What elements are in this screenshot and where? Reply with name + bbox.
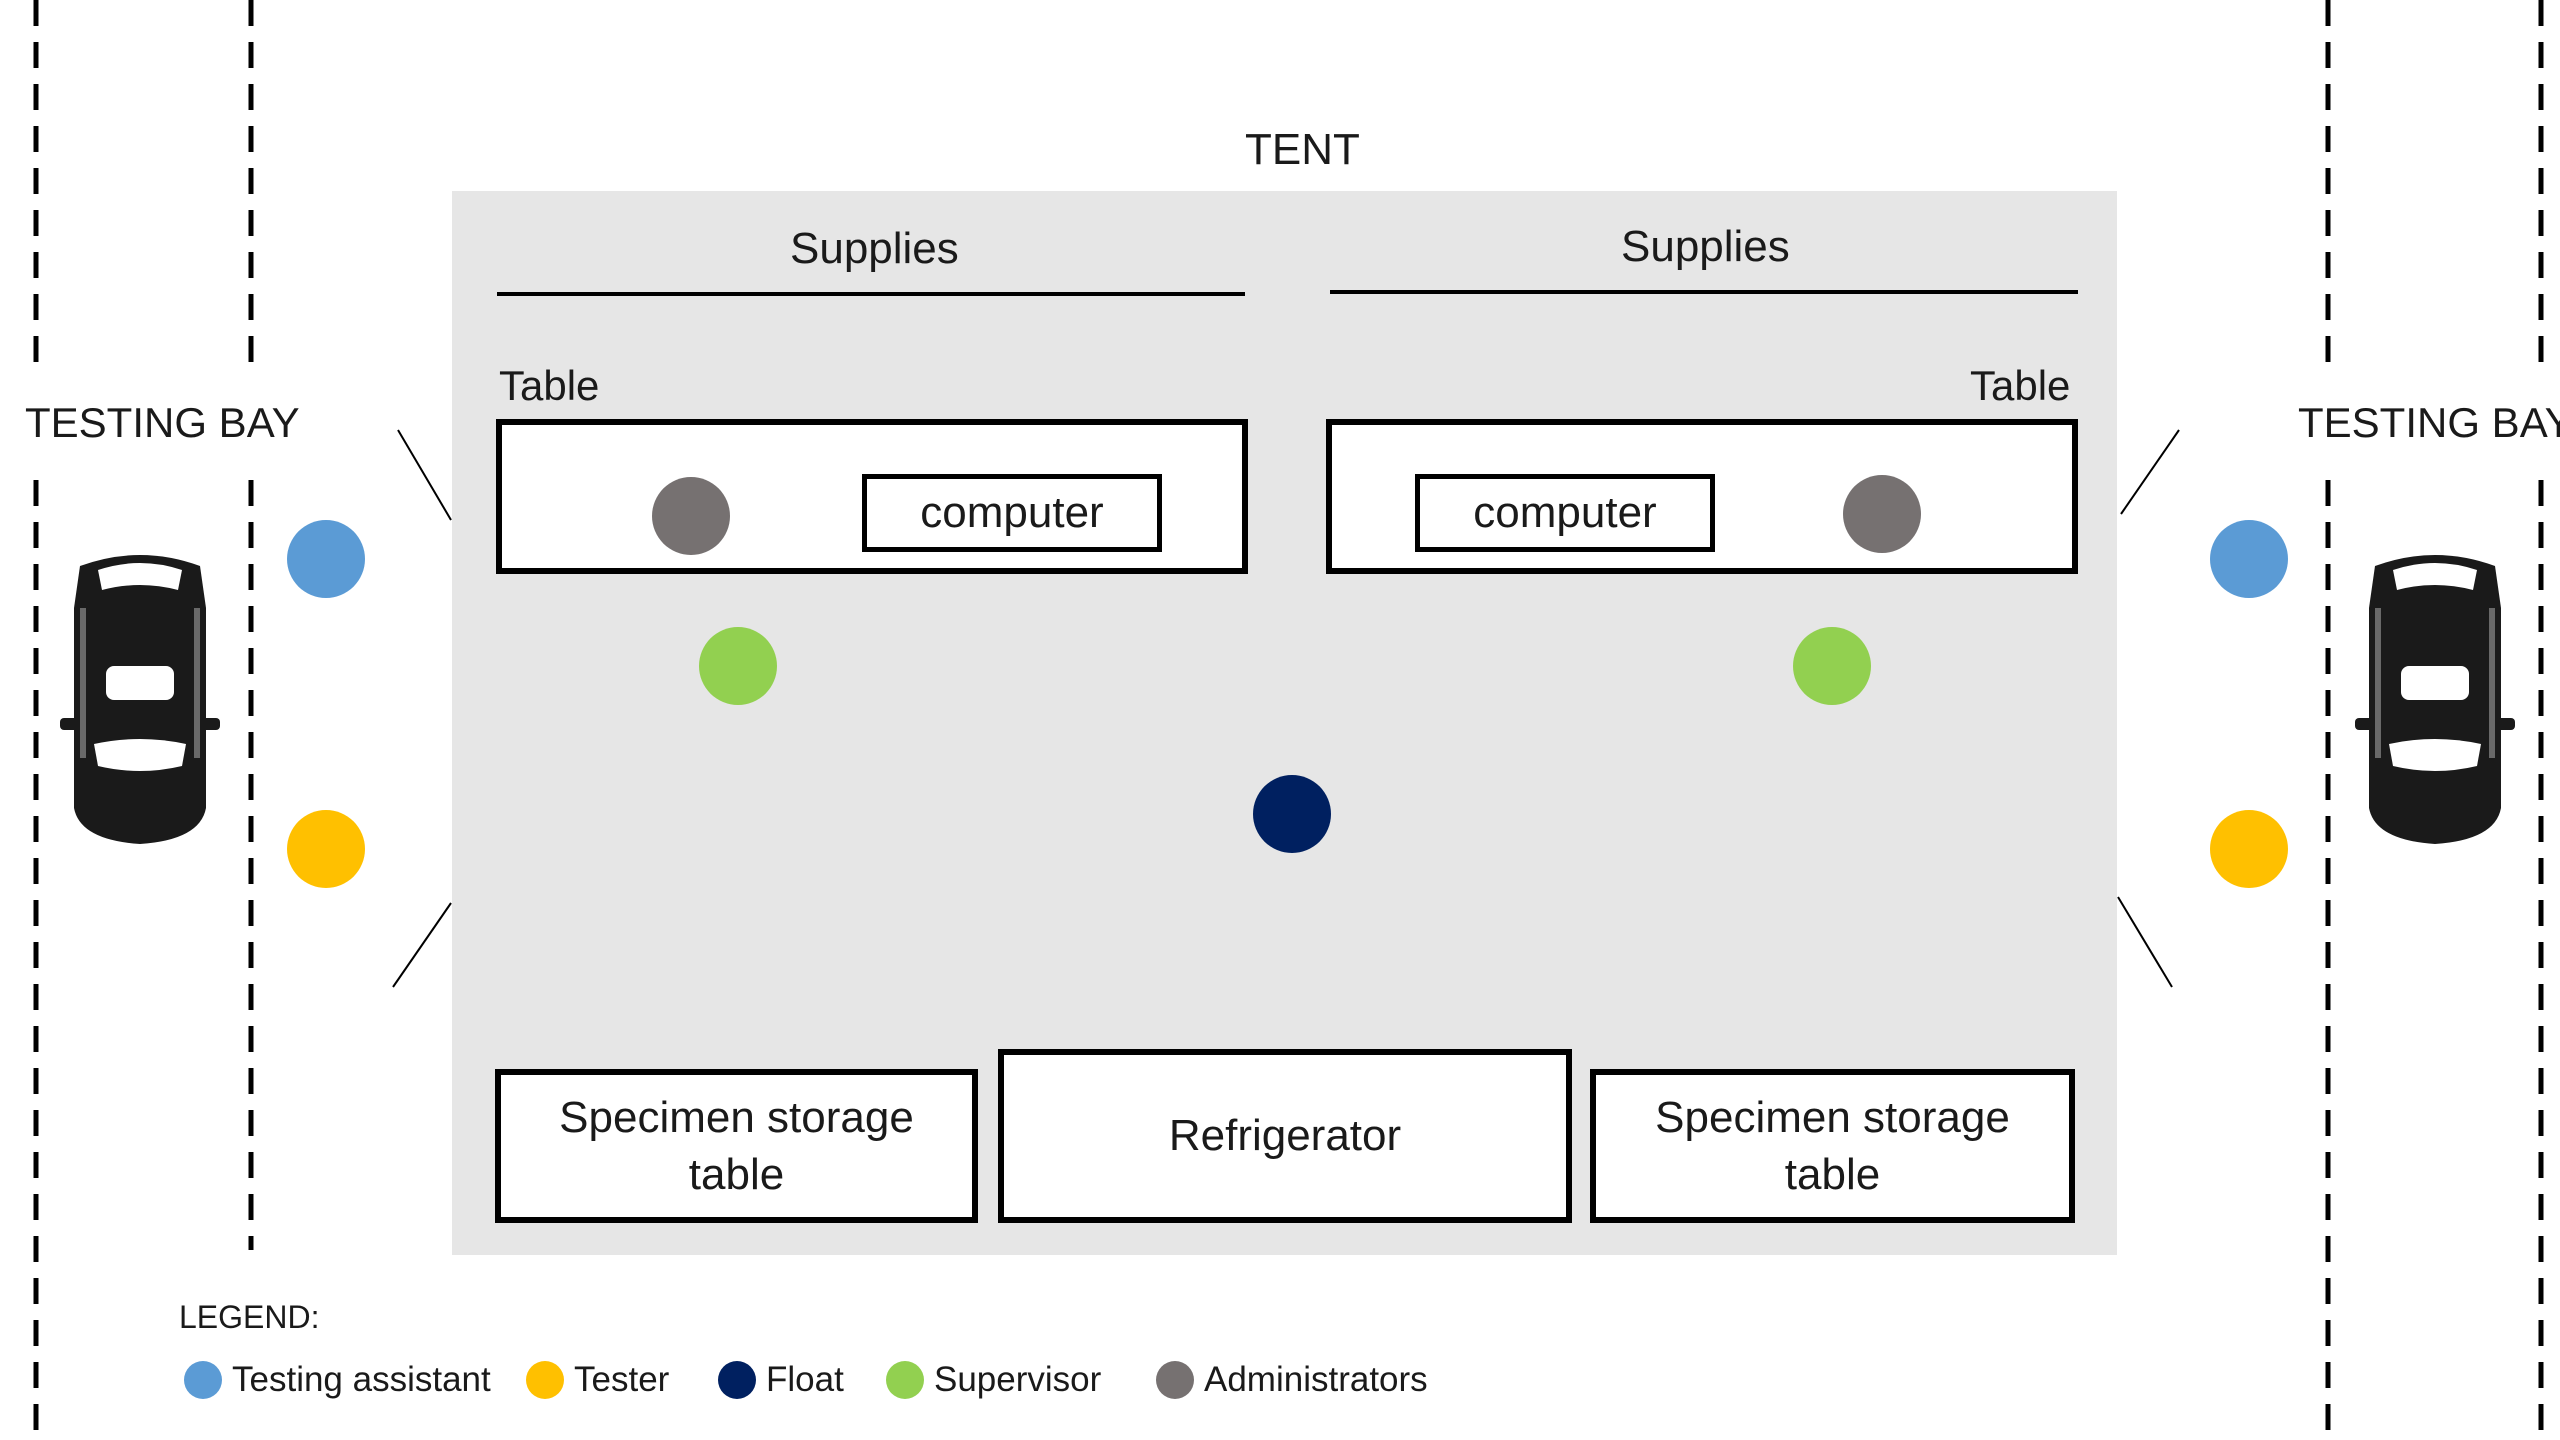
tester-left xyxy=(287,810,365,888)
refrigerator: Refrigerator xyxy=(998,1049,1572,1223)
legend-item-administrators: Administrators xyxy=(1156,1360,1428,1400)
legend-circle-icon xyxy=(718,1361,756,1399)
testing-bay-left-label: TESTING BAY xyxy=(25,399,300,446)
table-left-label: Table xyxy=(499,362,600,409)
legend-label: Administrators xyxy=(1204,1360,1428,1399)
specimen-storage-left-label: Specimen storage table xyxy=(559,1092,914,1199)
supervisor-right xyxy=(1793,627,1871,705)
computer-right: computer xyxy=(1415,474,1715,552)
left-opening-lower-line xyxy=(392,902,452,988)
testing-assistant-left xyxy=(287,520,365,598)
legend-label: Float xyxy=(766,1360,844,1399)
legend-label: Supervisor xyxy=(934,1360,1102,1399)
testing-bay-right-label: TESTING BAY xyxy=(2298,399,2560,446)
specimen-storage-right-label: Specimen storage table xyxy=(1655,1092,2010,1199)
supplies-right-label: Supplies xyxy=(1621,222,1790,271)
right-opening-upper-line xyxy=(2120,429,2180,515)
car-icon xyxy=(60,555,220,844)
legend-item-testing-assistant: Testing assistant xyxy=(184,1360,491,1400)
supervisor-left xyxy=(699,627,777,705)
legend-label: Tester xyxy=(574,1360,670,1399)
computer-left: computer xyxy=(862,474,1162,552)
right-opening-lower-line xyxy=(2117,896,2173,988)
legend-item-float: Float xyxy=(718,1360,844,1400)
computer-left-label: computer xyxy=(920,488,1104,538)
left-opening-upper-line xyxy=(397,429,452,521)
car-icon xyxy=(2355,555,2515,844)
tent-title: TENT xyxy=(1245,125,1360,174)
testing-assistant-right xyxy=(2210,520,2288,598)
legend-item-supervisor: Supervisor xyxy=(886,1360,1101,1400)
legend-circle-icon xyxy=(526,1361,564,1399)
specimen-storage-table-right: Specimen storage table xyxy=(1590,1069,2075,1223)
legend-circle-icon xyxy=(184,1361,222,1399)
tester-right xyxy=(2210,810,2288,888)
administrator-left xyxy=(652,477,730,555)
legend-circle-icon xyxy=(886,1361,924,1399)
refrigerator-label: Refrigerator xyxy=(1168,1111,1402,1161)
legend-circle-icon xyxy=(1156,1361,1194,1399)
float xyxy=(1253,775,1331,853)
legend-label: Testing assistant xyxy=(232,1360,491,1399)
legend-item-tester: Tester xyxy=(526,1360,669,1400)
administrator-right xyxy=(1843,475,1921,553)
specimen-storage-table-left: Specimen storage table xyxy=(495,1069,978,1223)
supplies-left-label: Supplies xyxy=(790,224,959,273)
computer-right-label: computer xyxy=(1473,488,1657,538)
table-right-label: Table xyxy=(1970,362,2071,409)
legend-title: LEGEND: xyxy=(179,1299,320,1335)
